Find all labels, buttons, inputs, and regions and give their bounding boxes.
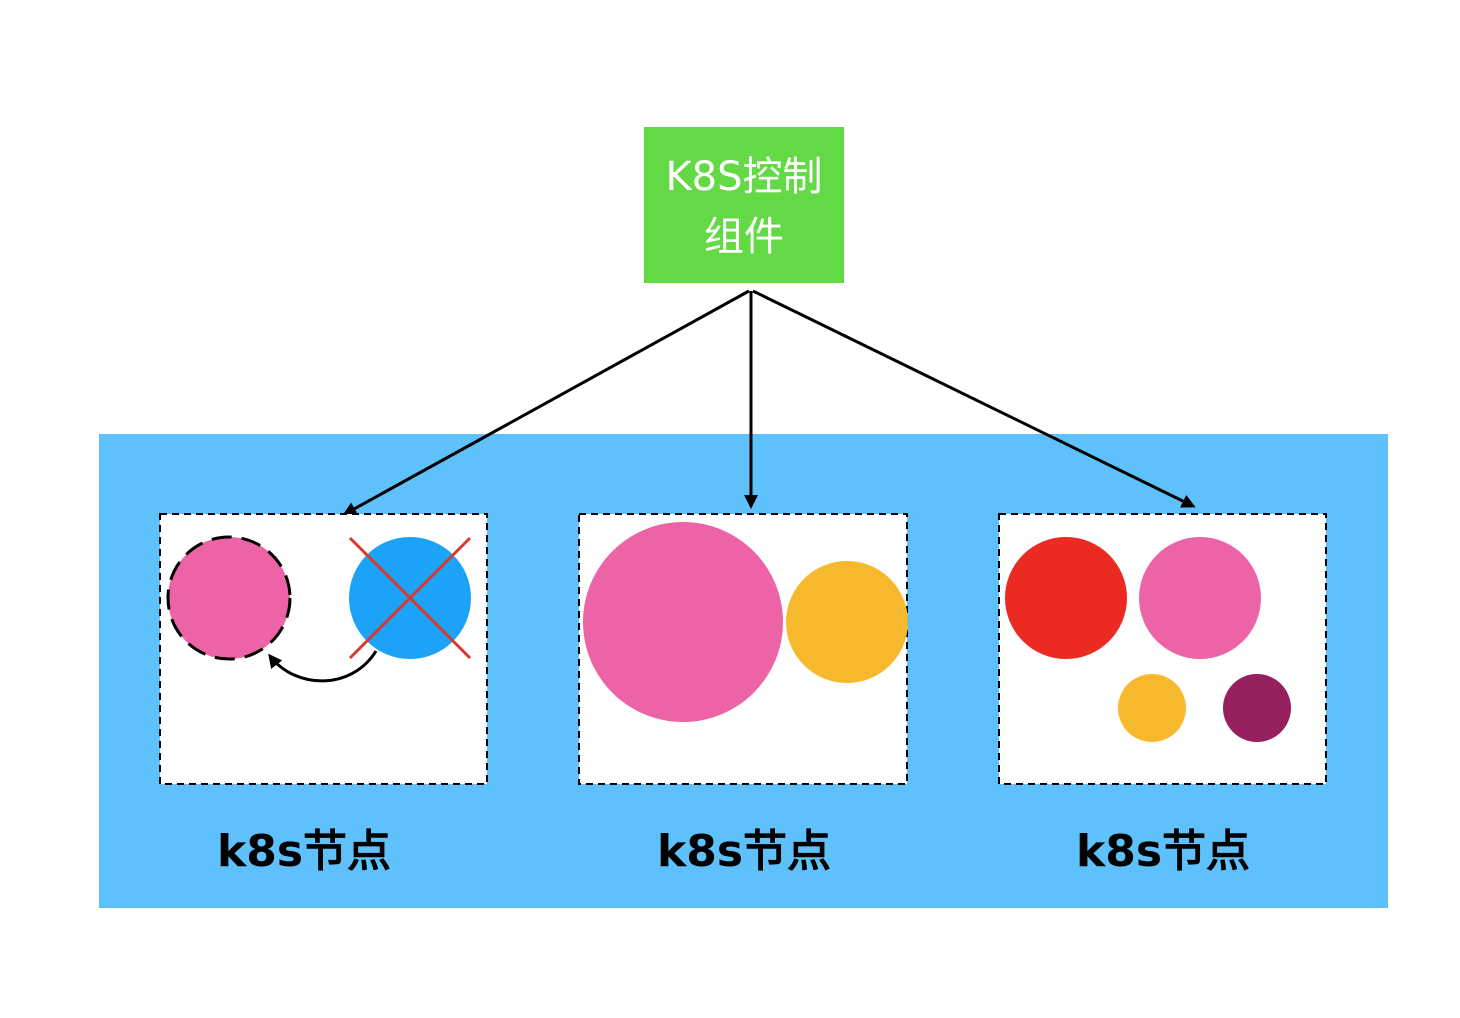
pod	[1139, 537, 1261, 659]
node-label: k8s节点	[217, 826, 391, 877]
arrow-to-node-1	[342, 289, 750, 516]
pod-large	[583, 522, 783, 722]
node-label: k8s节点	[1076, 826, 1250, 877]
pod-small	[1118, 674, 1186, 742]
k8s-node-2: k8s节点	[578, 513, 908, 877]
arrow-to-node-3	[752, 289, 1196, 508]
k8s-node-3: k8s节点	[998, 513, 1327, 877]
rescheduled-pod	[166, 535, 292, 661]
node-label: k8s节点	[657, 826, 831, 877]
control-component: K8S控制 组件	[644, 127, 844, 283]
pod-small	[1223, 674, 1291, 742]
cross-mark-icon	[348, 536, 472, 660]
control-component-label-line2: 组件	[704, 214, 784, 260]
pod-medium	[786, 561, 908, 683]
control-arrows	[342, 289, 1196, 516]
control-component-box	[644, 127, 844, 283]
control-component-label-line1: K8S控制	[665, 154, 822, 200]
curved-arrow-icon	[268, 650, 378, 683]
pod	[1005, 537, 1127, 659]
k8s-node-1: k8s节点	[159, 513, 488, 877]
